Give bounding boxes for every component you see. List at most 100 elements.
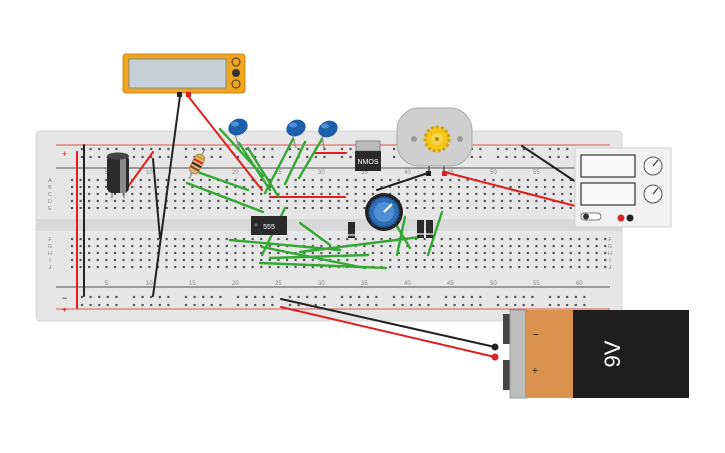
breadboard-hole[interactable] xyxy=(479,303,482,307)
breadboard-hole[interactable] xyxy=(98,155,101,159)
breadboard-hole[interactable] xyxy=(208,185,211,189)
breadboard-hole[interactable] xyxy=(113,258,117,262)
power-supply[interactable] xyxy=(574,147,672,228)
breadboard-hole[interactable] xyxy=(543,251,547,255)
breadboard-hole[interactable] xyxy=(380,251,383,255)
breadboard-hole[interactable] xyxy=(375,295,378,299)
breadboard-hole[interactable] xyxy=(406,199,409,203)
breadboard-hole[interactable] xyxy=(199,178,203,182)
breadboard-hole[interactable] xyxy=(199,237,203,241)
breadboard-hole[interactable] xyxy=(432,192,435,196)
breadboard-hole[interactable] xyxy=(595,258,598,262)
breadboard-hole[interactable] xyxy=(79,251,82,255)
breadboard-hole[interactable] xyxy=(88,206,91,210)
breadboard-hole[interactable] xyxy=(113,206,117,210)
breadboard-hole[interactable] xyxy=(242,258,246,262)
breadboard-hole[interactable] xyxy=(105,265,108,269)
breadboard-hole[interactable] xyxy=(457,237,461,241)
dc-motor[interactable] xyxy=(396,107,473,176)
breadboard-hole[interactable] xyxy=(561,251,564,255)
breadboard-hole[interactable] xyxy=(148,265,151,269)
breadboard-hole[interactable] xyxy=(294,192,297,196)
breadboard-hole[interactable] xyxy=(432,206,435,210)
breadboard-hole[interactable] xyxy=(174,258,177,262)
breadboard-hole[interactable] xyxy=(199,265,203,269)
breadboard-hole[interactable] xyxy=(483,192,486,196)
breadboard-hole[interactable] xyxy=(543,178,547,182)
breadboard-hole[interactable] xyxy=(492,237,495,241)
breadboard-hole[interactable] xyxy=(294,206,297,210)
breadboard-hole[interactable] xyxy=(294,185,297,189)
breadboard-hole[interactable] xyxy=(254,155,257,159)
breadboard-hole[interactable] xyxy=(414,199,418,203)
breadboard-hole[interactable] xyxy=(363,185,366,189)
breadboard-hole[interactable] xyxy=(320,192,323,196)
wire-green-7[interactable] xyxy=(185,181,265,214)
breadboard-hole[interactable] xyxy=(392,295,396,299)
breadboard-hole[interactable] xyxy=(492,206,495,210)
breadboard-hole[interactable] xyxy=(320,178,323,182)
breadboard-hole[interactable] xyxy=(349,303,352,307)
breadboard-hole[interactable] xyxy=(526,265,529,269)
breadboard-hole[interactable] xyxy=(423,185,426,189)
breadboard-hole[interactable] xyxy=(245,295,248,299)
breadboard-hole[interactable] xyxy=(242,237,246,241)
breadboard-hole[interactable] xyxy=(311,206,314,210)
breadboard-hole[interactable] xyxy=(98,147,101,151)
breadboard-hole[interactable] xyxy=(337,178,340,182)
breadboard-hole[interactable] xyxy=(79,244,82,248)
breadboard-hole[interactable] xyxy=(285,206,289,210)
breadboard-hole[interactable] xyxy=(182,178,185,182)
breadboard-hole[interactable] xyxy=(70,251,74,255)
breadboard-hole[interactable] xyxy=(346,185,349,189)
breadboard-hole[interactable] xyxy=(569,258,572,262)
breadboard-hole[interactable] xyxy=(314,155,317,159)
breadboard-hole[interactable] xyxy=(505,295,508,299)
breadboard-hole[interactable] xyxy=(184,155,188,159)
breadboard-hole[interactable] xyxy=(561,178,564,182)
breadboard-hole[interactable] xyxy=(174,244,177,248)
breadboard-hole[interactable] xyxy=(604,237,607,241)
breadboard-hole[interactable] xyxy=(148,192,151,196)
breadboard-hole[interactable] xyxy=(199,251,203,255)
breadboard-hole[interactable] xyxy=(150,295,153,299)
breadboard-hole[interactable] xyxy=(586,265,590,269)
breadboard-hole[interactable] xyxy=(234,251,237,255)
breadboard-hole[interactable] xyxy=(410,295,413,299)
breadboard-hole[interactable] xyxy=(363,206,366,210)
breadboard-hole[interactable] xyxy=(423,251,426,255)
breadboard-hole[interactable] xyxy=(496,155,500,159)
breadboard-hole[interactable] xyxy=(392,303,396,307)
breadboard-hole[interactable] xyxy=(483,178,486,182)
breadboard-hole[interactable] xyxy=(311,192,314,196)
breadboard-hole[interactable] xyxy=(453,295,456,299)
breadboard-hole[interactable] xyxy=(440,251,443,255)
breadboard-hole[interactable] xyxy=(268,265,271,269)
breadboard-hole[interactable] xyxy=(457,178,461,182)
breadboard-hole[interactable] xyxy=(88,185,91,189)
breadboard-hole[interactable] xyxy=(225,237,228,241)
ic-555[interactable]: 555 xyxy=(251,216,287,235)
breadboard-hole[interactable] xyxy=(225,244,228,248)
breadboard-hole[interactable] xyxy=(98,303,101,307)
breadboard-hole[interactable] xyxy=(165,251,168,255)
breadboard-hole[interactable] xyxy=(303,185,306,189)
breadboard-hole[interactable] xyxy=(397,192,400,196)
breadboard-hole[interactable] xyxy=(210,147,213,151)
breadboard-hole[interactable] xyxy=(340,303,344,307)
breadboard-hole[interactable] xyxy=(531,303,534,307)
breadboard-hole[interactable] xyxy=(268,206,271,210)
breadboard-hole[interactable] xyxy=(191,265,194,269)
breadboard-hole[interactable] xyxy=(70,192,74,196)
breadboard-hole[interactable] xyxy=(311,199,314,203)
breadboard-hole[interactable] xyxy=(131,192,134,196)
breadboard-hole[interactable] xyxy=(466,206,469,210)
breadboard-hole[interactable] xyxy=(380,244,383,248)
breadboard-hole[interactable] xyxy=(285,185,289,189)
breadboard-hole[interactable] xyxy=(457,251,461,255)
breadboard-hole[interactable] xyxy=(191,237,194,241)
wire-red-multimeter[interactable] xyxy=(187,95,263,191)
breadboard-hole[interactable] xyxy=(483,244,486,248)
breadboard-hole[interactable] xyxy=(70,244,74,248)
breadboard-hole[interactable] xyxy=(254,147,257,151)
